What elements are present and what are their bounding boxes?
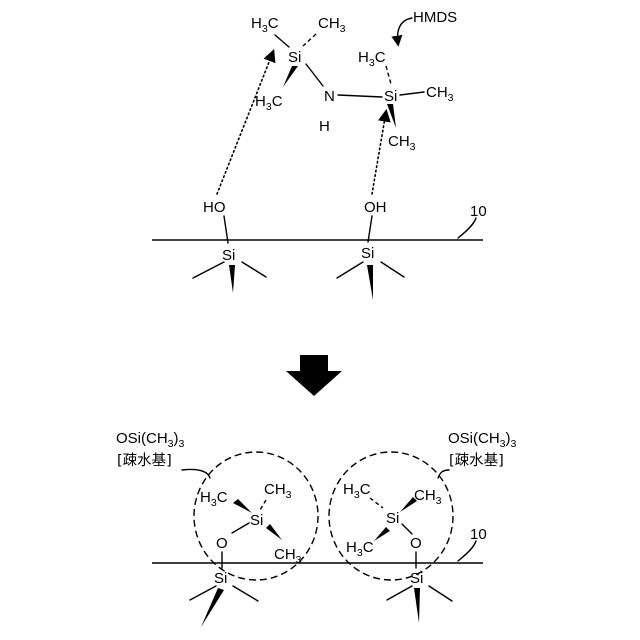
bond: [338, 95, 382, 97]
wedge-bond: [229, 265, 235, 293]
bond: [242, 262, 266, 277]
silicon-label: Si: [250, 512, 263, 529]
bond: [400, 92, 424, 95]
hmds-callout-arrow: [398, 18, 412, 44]
bond: [224, 216, 228, 243]
bond: [193, 262, 224, 278]
reference-leader: [458, 218, 476, 238]
group-formula-right: OSi(CH3)3: [448, 430, 517, 450]
wedge-bond: [414, 588, 420, 623]
wedge-bond: [266, 524, 282, 540]
methyl-label: H3C: [251, 15, 279, 35]
reference-number: 10: [470, 203, 487, 220]
dashed-bond: [370, 498, 383, 508]
substrate-top: 10 HO Si OH Si: [152, 199, 487, 300]
nitrogen-label: N: [324, 88, 335, 105]
bond: [387, 586, 412, 600]
bond: [381, 262, 404, 277]
wedge-bond: [387, 104, 396, 128]
hydrogen-label: H: [319, 118, 330, 135]
methyl-label: CH3: [264, 481, 292, 501]
process-down-arrow: [286, 355, 342, 396]
trimethylsilyl-group-right: H3C CH3 Si H3C O: [343, 481, 442, 568]
bond: [402, 524, 412, 534]
methyl-label: H3C: [358, 49, 386, 69]
dashed-bond: [303, 34, 316, 46]
dashed-bond: [386, 66, 391, 84]
reference-leader: [458, 541, 476, 561]
bond: [190, 586, 216, 600]
methyl-label: CH3: [426, 84, 454, 104]
reaction-arrow: [217, 52, 273, 194]
wedge-bond: [374, 527, 390, 541]
hmds-molecule: H3C CH3 Si H3C N H H3C Si CH3 CH3: [251, 15, 454, 153]
methyl-label: H3C: [343, 481, 371, 501]
methyl-label: CH3: [318, 15, 346, 35]
hydrophobic-group-label-left: [疎水基]: [117, 452, 172, 469]
trimethylsilyl-group-left: H3C CH3 Si CH3 O: [200, 481, 302, 568]
hydrophobic-group-label-right: [疎水基]: [449, 452, 504, 469]
bond: [233, 586, 258, 601]
silicon-label: Si: [386, 510, 399, 527]
bond: [275, 35, 289, 47]
bond: [337, 262, 363, 278]
wedge-bond: [233, 499, 252, 513]
group-formula-left: OSi(CH3)3: [116, 430, 185, 450]
silicon-label: Si: [214, 570, 227, 587]
hydroxyl-label: OH: [364, 199, 387, 216]
oxygen-label: O: [216, 535, 228, 552]
silicon-label: Si: [288, 49, 301, 66]
wedge-bond: [367, 265, 373, 300]
oxygen-label: O: [410, 535, 422, 552]
wedge-bond: [400, 497, 417, 512]
methyl-label: H3C: [346, 539, 374, 559]
silicon-label: Si: [361, 245, 374, 262]
methyl-label: H3C: [255, 93, 283, 113]
bond: [429, 586, 452, 601]
silicon-label: Si: [384, 88, 397, 105]
bond: [306, 64, 323, 86]
silicon-label: Si: [410, 570, 423, 587]
methyl-label: CH3: [414, 487, 442, 507]
bond: [368, 216, 372, 242]
reference-number: 10: [470, 526, 487, 543]
methyl-label: CH3: [388, 133, 416, 153]
reaction-arrow: [372, 112, 386, 194]
dashed-bond: [260, 500, 266, 510]
methyl-label: H3C: [200, 489, 228, 509]
substrate-bottom: 10 Si Si: [152, 526, 487, 627]
wedge-bond: [201, 588, 224, 627]
hmds-label: HMDS: [413, 9, 457, 26]
hydroxyl-label: HO: [203, 199, 226, 216]
wedge-bond: [283, 66, 298, 87]
bond: [232, 523, 249, 533]
label-leader: [182, 469, 210, 478]
